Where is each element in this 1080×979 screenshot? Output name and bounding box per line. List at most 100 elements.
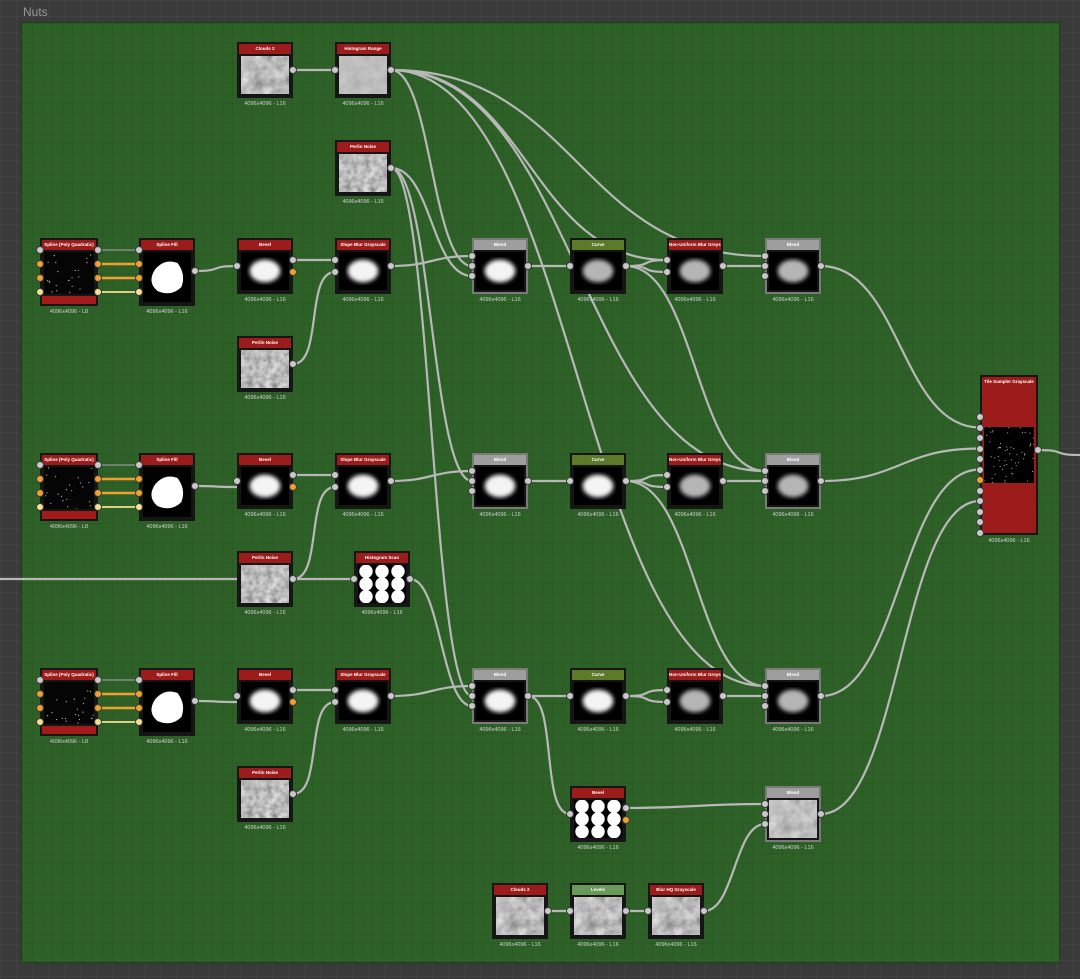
input-port[interactable]	[976, 423, 984, 432]
input-port[interactable]	[468, 487, 476, 495]
output-port[interactable]	[817, 692, 825, 700]
input-port[interactable]	[976, 528, 984, 537]
node-bevel[interactable]: Bevel	[237, 238, 293, 294]
node-curve[interactable]: Curve	[570, 238, 626, 294]
output-port[interactable]	[622, 907, 630, 915]
output-port[interactable]	[289, 471, 297, 479]
output-port[interactable]	[289, 698, 297, 706]
output-port[interactable]	[289, 360, 297, 368]
output-port[interactable]	[94, 718, 102, 726]
input-port[interactable]	[233, 262, 241, 270]
input-port[interactable]	[566, 810, 574, 818]
output-port[interactable]	[387, 66, 395, 74]
node-spline-poly-quadratic[interactable]: Spline (Poly Quadratic)	[40, 668, 98, 736]
input-port[interactable]	[761, 467, 769, 475]
node-blend[interactable]: Blend	[472, 668, 528, 724]
output-port[interactable]	[94, 288, 102, 296]
input-port[interactable]	[976, 476, 984, 484]
input-port[interactable]	[663, 471, 671, 479]
input-port[interactable]	[663, 686, 671, 694]
node-histogram-scan[interactable]: Histogram Scan	[354, 551, 410, 607]
output-port[interactable]	[289, 790, 297, 798]
output-port[interactable]	[719, 262, 727, 270]
input-port[interactable]	[468, 252, 476, 260]
input-port[interactable]	[644, 907, 652, 915]
input-port[interactable]	[976, 413, 984, 421]
node-blend[interactable]: Blend	[472, 453, 528, 509]
node-spline-fill[interactable]: Spline Fill	[139, 668, 195, 736]
input-port[interactable]	[135, 246, 143, 254]
output-port[interactable]	[289, 256, 297, 264]
node-spline-fill[interactable]: Spline Fill	[139, 238, 195, 306]
input-port[interactable]	[331, 268, 339, 276]
input-port[interactable]	[761, 820, 769, 828]
input-port[interactable]	[135, 718, 143, 726]
input-port[interactable]	[36, 288, 44, 296]
input-port[interactable]	[761, 702, 769, 710]
input-port[interactable]	[468, 477, 476, 485]
input-port[interactable]	[36, 260, 44, 268]
node-slope-blur-grayscale[interactable]: Slope Blur Grayscale	[335, 238, 391, 294]
output-port[interactable]	[94, 274, 102, 282]
output-port[interactable]	[94, 489, 102, 497]
input-port[interactable]	[761, 252, 769, 260]
output-port[interactable]	[94, 246, 102, 254]
output-port[interactable]	[719, 692, 727, 700]
input-port[interactable]	[566, 262, 574, 270]
input-port[interactable]	[468, 702, 476, 710]
output-port[interactable]	[524, 262, 532, 270]
input-port[interactable]	[331, 471, 339, 479]
output-port[interactable]	[622, 477, 630, 485]
input-port[interactable]	[468, 262, 476, 270]
input-port[interactable]	[233, 477, 241, 485]
input-port[interactable]	[331, 686, 339, 694]
output-port[interactable]	[1034, 446, 1042, 454]
output-port[interactable]	[387, 164, 395, 172]
node-non-uniform-blur-greys[interactable]: Non-Uniform Blur Greys...	[667, 668, 723, 724]
output-port[interactable]	[524, 692, 532, 700]
input-port[interactable]	[36, 704, 44, 712]
input-port[interactable]	[761, 272, 769, 280]
input-port[interactable]	[761, 487, 769, 495]
output-port[interactable]	[191, 482, 199, 490]
node-histogram-range[interactable]: Histogram Range	[335, 42, 391, 98]
node-perlin-noise[interactable]: Perlin Noise	[335, 140, 391, 196]
output-port[interactable]	[94, 461, 102, 469]
output-port[interactable]	[94, 503, 102, 511]
input-port[interactable]	[36, 274, 44, 282]
node-curve[interactable]: Curve	[570, 453, 626, 509]
output-port[interactable]	[622, 692, 630, 700]
input-port[interactable]	[135, 690, 143, 698]
output-port[interactable]	[719, 477, 727, 485]
input-port[interactable]	[976, 434, 984, 442]
output-port[interactable]	[544, 907, 552, 915]
output-port[interactable]	[622, 262, 630, 270]
node-perlin-noise[interactable]: Perlin Noise	[237, 551, 293, 607]
input-port[interactable]	[566, 477, 574, 485]
input-port[interactable]	[761, 477, 769, 485]
input-port[interactable]	[663, 256, 671, 264]
output-port[interactable]	[289, 686, 297, 694]
node-blur-hq-grayscale[interactable]: Blur HQ Grayscale	[648, 883, 704, 939]
input-port[interactable]	[350, 575, 358, 583]
input-port[interactable]	[36, 676, 44, 684]
input-port[interactable]	[36, 461, 44, 469]
input-port[interactable]	[761, 692, 769, 700]
input-port[interactable]	[976, 444, 984, 453]
node-blend[interactable]: Blend	[765, 786, 821, 842]
node-blend[interactable]: Blend	[472, 238, 528, 294]
input-port[interactable]	[761, 682, 769, 690]
input-port[interactable]	[663, 698, 671, 706]
node-slope-blur-grayscale[interactable]: Slope Blur Grayscale	[335, 453, 391, 509]
node-spline-fill[interactable]: Spline Fill	[139, 453, 195, 521]
output-port[interactable]	[817, 477, 825, 485]
input-port[interactable]	[331, 66, 339, 74]
node-levels[interactable]: Levels	[570, 883, 626, 939]
input-port[interactable]	[135, 260, 143, 268]
node-clouds-2[interactable]: Clouds 2	[492, 883, 548, 939]
output-port[interactable]	[387, 477, 395, 485]
input-port[interactable]	[36, 246, 44, 254]
input-port[interactable]	[663, 483, 671, 491]
node-bevel[interactable]: Bevel	[237, 668, 293, 724]
node-slope-blur-grayscale[interactable]: Slope Blur Grayscale	[335, 668, 391, 724]
